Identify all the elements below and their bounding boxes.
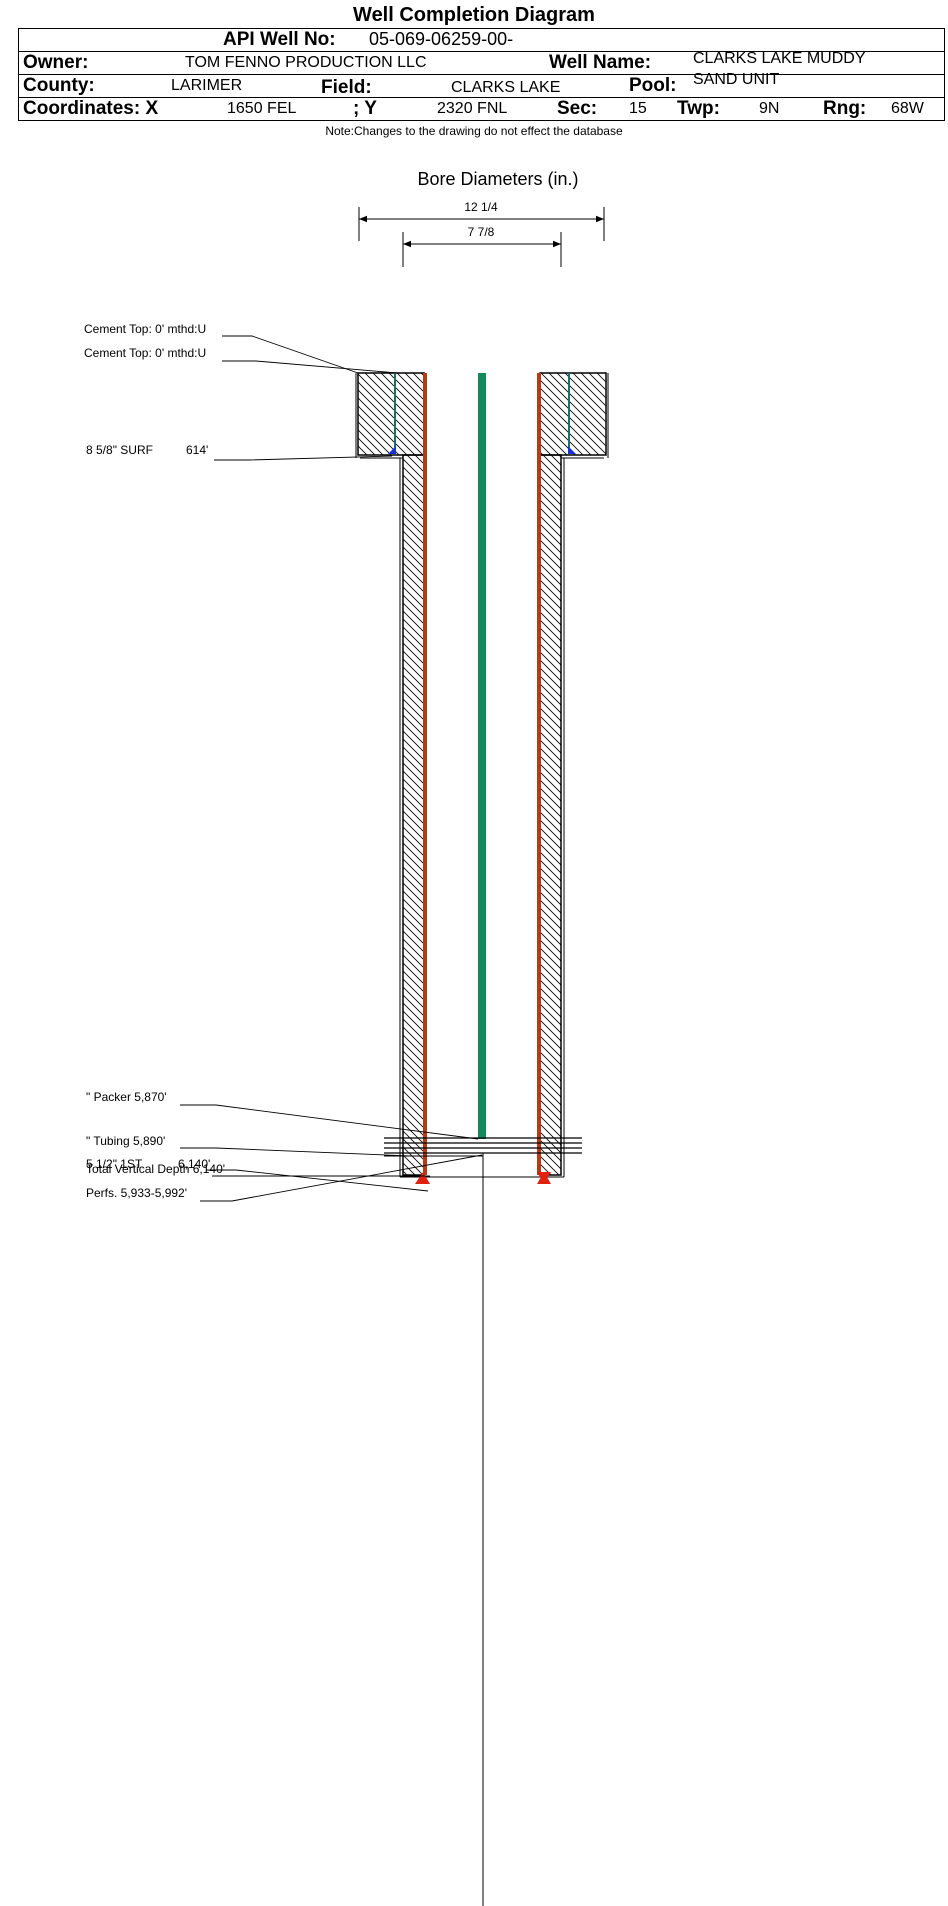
well-name-label: Well Name: (549, 52, 652, 73)
first-string-label: 5 1/2" 1ST (86, 1157, 143, 1171)
well-name-line1: CLARKS LAKE MUDDY (693, 50, 866, 67)
surf-depth-label: 614' (186, 443, 208, 457)
county-value: LARIMER (171, 77, 243, 94)
twp-value: 9N (759, 100, 780, 117)
cement-top-label-2: Cement Top: 0' mthd:U (84, 346, 206, 360)
api-value: 05-069-06259-00- (369, 29, 514, 49)
cement-top-label-1: Cement Top: 0' mthd:U (84, 322, 206, 336)
surface-shoe-right (568, 446, 576, 454)
pool-label: Pool: (629, 75, 677, 96)
leader-lines (180, 335, 483, 1202)
rng-label: Rng: (823, 98, 867, 119)
surface-shoe-left (388, 446, 396, 454)
coordinates-row: Coordinates: X 1650 FEL ; Y 2320 FNL Sec… (19, 98, 944, 120)
bore-outer-dimension (358, 207, 605, 241)
sec-value: 15 (629, 100, 647, 117)
page-title: Well Completion Diagram (353, 4, 595, 26)
well-header: Well Completion Diagram API Well No: 05-… (0, 0, 948, 140)
coord-y-value: 2320 FNL (437, 100, 508, 117)
county-row: County: LARIMER Field: CLARKS LAKE Pool:… (19, 71, 944, 98)
tubing-string (478, 373, 486, 1139)
rng-value: 68W (891, 100, 924, 117)
api-label: API Well No: (223, 29, 336, 50)
tubing-label: " Tubing 5,890' (86, 1134, 165, 1148)
well-info-table: API Well No: 05-069-06259-00- Owner: TOM… (18, 28, 945, 121)
api-row: API Well No: 05-069-06259-00- (19, 29, 944, 51)
field-value: CLARKS LAKE (451, 79, 561, 96)
coord-y-label: ; Y (353, 98, 377, 119)
tvd-label: Total Vertical Depth 6,140' (86, 1162, 225, 1176)
twp-label: Twp: (677, 98, 720, 119)
surf-casing-label: 8 5/8" SURF (86, 443, 153, 457)
bore-inner-label: 7 7/8 (468, 225, 495, 239)
bore-diameters-title: Bore Diameters (in.) (417, 169, 578, 189)
owner-label: Owner: (23, 52, 89, 73)
database-note: Note:Changes to the drawing do not effec… (325, 124, 623, 138)
county-label: County: (23, 75, 95, 96)
packer-label: " Packer 5,870' (86, 1090, 167, 1104)
production-casing (415, 373, 551, 1184)
owner-value: TOM FENNO PRODUCTION LLC (185, 54, 427, 71)
well-name-line2: SAND UNIT (693, 71, 780, 88)
field-label: Field: (321, 77, 372, 98)
bore-inner-dimension (402, 232, 562, 267)
coord-x-label: Coordinates: X (23, 98, 159, 119)
owner-row: Owner: TOM FENNO PRODUCTION LLC Well Nam… (19, 50, 944, 74)
perfs-label: Perfs. 5,933-5,992' (86, 1186, 187, 1200)
first-string-depth-label: 6,140' (178, 1157, 210, 1171)
surface-casing (388, 373, 576, 454)
casing-shoe-left (415, 1172, 430, 1184)
surface-cement (355, 372, 609, 459)
coord-x-value: 1650 FEL (227, 100, 297, 117)
production-cement (399, 454, 565, 1178)
sec-label: Sec: (557, 98, 598, 119)
bore-outer-label: 12 1/4 (464, 200, 498, 214)
